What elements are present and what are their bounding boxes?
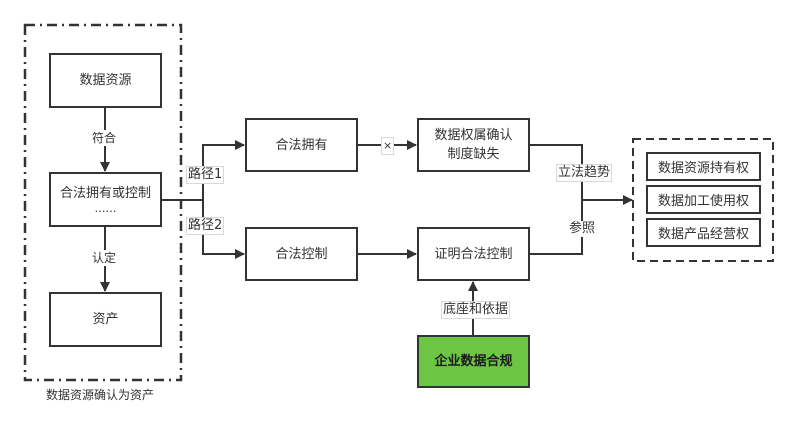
edge-label-basis: 底座和依据 <box>441 301 511 319</box>
node-data-resource: 数据资源 <box>49 53 162 108</box>
node-prove-control: 证明合法控制 <box>417 227 530 281</box>
cross-mark: × <box>381 137 395 155</box>
edge-label-reference: 参照 <box>568 221 597 237</box>
node-enterprise-compliance-label: 企业数据合规 <box>434 354 513 369</box>
path2-label: 路径2 <box>186 217 225 235</box>
left-group-border <box>23 23 183 382</box>
node-legal-control-label: 合法控制 <box>275 246 328 262</box>
node-prove-control-label: 证明合法控制 <box>434 246 513 262</box>
edge-label-recognize: 认定 <box>91 250 118 266</box>
path1-label: 路径1 <box>186 166 225 184</box>
right-item-processing-label: 数据加工使用权 <box>657 194 749 209</box>
node-legal-own-control-ellipsis: …… <box>94 202 117 215</box>
node-ownership-missing-line1: 数据权属确认 <box>434 128 513 143</box>
node-legal-own-control-label: 合法拥有或控制 <box>59 186 151 201</box>
node-ownership-missing: 数据权属确认 制度缺失 <box>417 118 530 172</box>
right-item-holding: 数据资源持有权 <box>646 152 761 181</box>
right-item-operation: 数据产品经营权 <box>646 218 761 247</box>
edge-label-trend: 立法趋势 <box>556 164 613 182</box>
node-enterprise-compliance: 企业数据合规 <box>417 335 530 388</box>
node-legal-control: 合法控制 <box>245 227 358 281</box>
right-item-processing: 数据加工使用权 <box>646 185 761 214</box>
right-item-operation-label: 数据产品经营权 <box>657 227 749 242</box>
node-data-resource-label: 数据资源 <box>79 73 132 88</box>
node-asset: 资产 <box>49 292 162 347</box>
node-ownership-missing-line2: 制度缺失 <box>447 147 500 162</box>
rights-group-border <box>632 138 774 262</box>
left-group-caption: 数据资源确认为资产 <box>46 388 155 402</box>
edge-label-conform: 符合 <box>91 130 118 146</box>
node-legal-own-label: 合法拥有 <box>275 137 328 153</box>
node-asset-label: 资产 <box>92 312 119 327</box>
right-item-holding-label: 数据资源持有权 <box>657 161 749 176</box>
node-legal-own: 合法拥有 <box>245 118 358 172</box>
node-legal-own-control: 合法拥有或控制 …… <box>49 172 162 227</box>
